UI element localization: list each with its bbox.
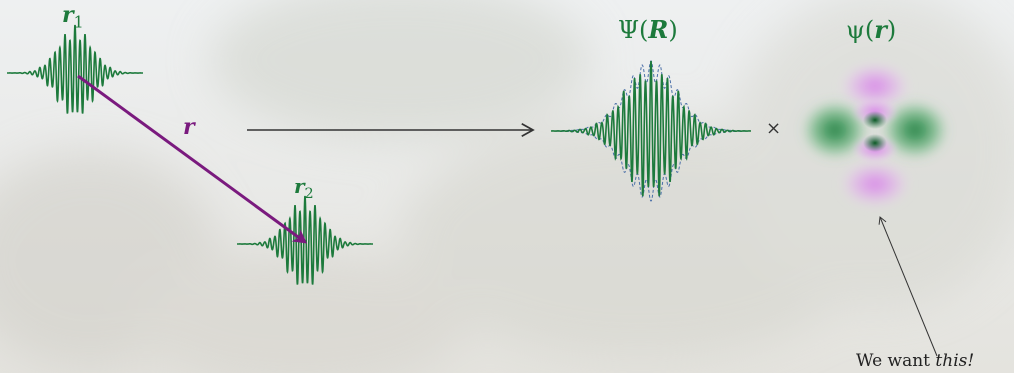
caption-we-want-this: We want this!	[856, 351, 975, 371]
relative-vector-arrow	[77, 74, 308, 244]
orbital-image	[801, 62, 949, 208]
label-r1: r1	[62, 2, 84, 32]
label-Psi-R: Ψ(R)	[618, 15, 678, 44]
label-r-vector: r	[183, 114, 195, 140]
wave-packet-r1	[7, 24, 143, 114]
wave-packet-r2	[237, 195, 373, 285]
times-symbol: ×	[766, 118, 782, 139]
pointer-arrow	[878, 216, 938, 357]
label-psi-r: ψ(r)	[846, 15, 897, 44]
wave-packet-psi-R	[550, 60, 752, 202]
label-r2: r2	[294, 174, 314, 203]
